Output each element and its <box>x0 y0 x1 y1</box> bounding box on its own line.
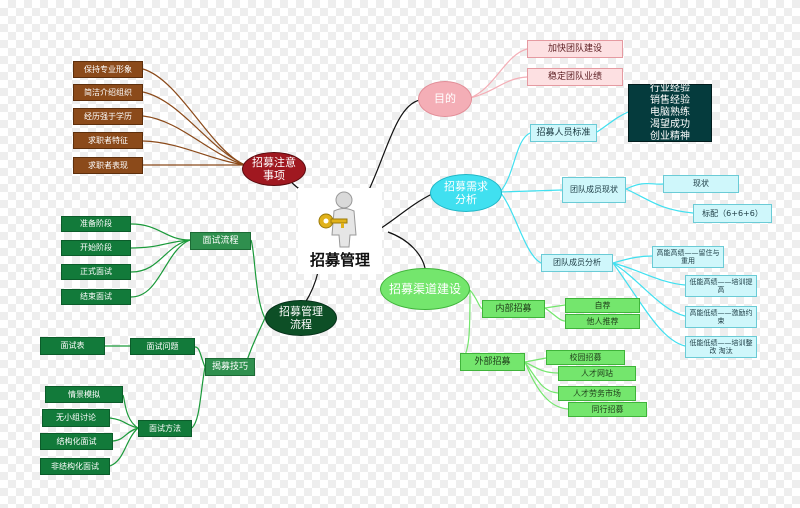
techniques-node[interactable]: 揭募技巧 <box>205 358 255 376</box>
interview-methods-node[interactable]: 面试方法 <box>138 420 192 437</box>
note-item[interactable]: 保持专业形象 <box>73 61 143 78</box>
demand-node[interactable]: 招募需求分析 <box>430 174 502 212</box>
purpose-item[interactable]: 稳定团队业绩 <box>527 68 623 86</box>
interview-method-item[interactable]: 非结构化面试 <box>40 458 110 475</box>
channels-node[interactable]: 招募渠道建设 <box>380 268 470 310</box>
notes-title: 招募注意事项 <box>252 155 296 182</box>
status-node[interactable]: 团队成员现状 <box>562 177 626 203</box>
purpose-node[interactable]: 目的 <box>418 81 472 117</box>
note-item[interactable]: 简洁介绍组织 <box>73 84 143 101</box>
analysis-node[interactable]: 团队成员分析 <box>541 254 613 272</box>
analysis-item[interactable]: 低能高绩——培训提高 <box>685 275 757 297</box>
interview-flow-item[interactable]: 正式面试 <box>61 264 131 280</box>
interview-method-item[interactable]: 结构化面试 <box>40 433 113 450</box>
note-item[interactable]: 求职者表现 <box>73 157 143 174</box>
interview-flow-item[interactable]: 结束面试 <box>61 289 131 305</box>
analysis-item[interactable]: 高能高绩——留住与重用 <box>652 246 724 268</box>
standards-list: 行业经验 销售经验 电脑熟练 渴望成功 创业精神 <box>628 83 712 142</box>
note-item[interactable]: 求职者特征 <box>73 132 143 149</box>
purpose-item[interactable]: 加快团队建设 <box>527 40 623 58</box>
interview-questions-node[interactable]: 面试问题 <box>130 338 195 355</box>
interview-method-item[interactable]: 无小组讨论 <box>42 409 110 427</box>
center-title: 招募管理 <box>309 251 370 269</box>
notes-node[interactable]: 招募注意事项 <box>242 152 306 186</box>
status-item[interactable]: 标配（6+6+6） <box>693 204 772 223</box>
external-item[interactable]: 人才劳务市场 <box>558 386 636 401</box>
note-item[interactable]: 经历强于学历 <box>73 108 143 125</box>
external-item[interactable]: 人才网站 <box>558 366 636 381</box>
purpose-title: 目的 <box>434 92 456 106</box>
internal-item[interactable]: 他人推荐 <box>565 314 640 329</box>
external-item[interactable]: 同行招募 <box>568 402 647 417</box>
interview-method-item[interactable]: 情景模拟 <box>45 386 123 403</box>
process-title: 招募管理流程 <box>279 304 323 331</box>
status-item[interactable]: 现状 <box>663 175 739 193</box>
center-node: 招募管理 <box>298 188 382 274</box>
analysis-item[interactable]: 高能低绩——激励约束 <box>685 306 757 328</box>
internal-item[interactable]: 自荐 <box>565 298 640 313</box>
analysis-item[interactable]: 低能低绩——培训整改 淘汰 <box>685 336 757 358</box>
standards-node[interactable]: 招募人员标准 <box>530 124 597 142</box>
demand-title: 招募需求分析 <box>444 179 488 206</box>
interview-form-item[interactable]: 面试表 <box>40 337 105 355</box>
process-node[interactable]: 招募管理流程 <box>265 300 337 336</box>
external-node[interactable]: 外部招募 <box>460 353 525 371</box>
person-with-key-icon <box>318 191 357 248</box>
channels-title: 招募渠道建设 <box>388 281 461 296</box>
interview-flow-node[interactable]: 面试流程 <box>190 232 251 250</box>
internal-node[interactable]: 内部招募 <box>482 300 545 318</box>
interview-flow-item[interactable]: 准备阶段 <box>61 216 131 232</box>
external-item[interactable]: 校园招募 <box>546 350 625 365</box>
interview-flow-item[interactable]: 开始阶段 <box>61 240 131 256</box>
